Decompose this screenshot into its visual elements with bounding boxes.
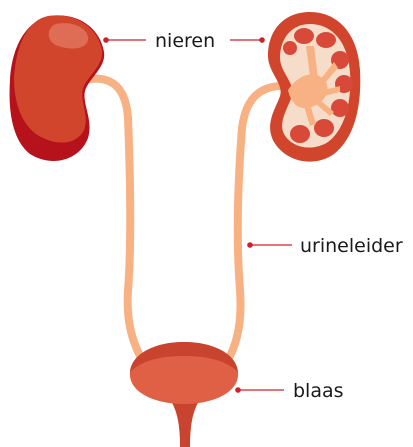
callout-dot-right-kidney xyxy=(259,37,265,43)
left-ureter xyxy=(84,79,140,356)
right-kidney xyxy=(268,12,360,162)
callout-kidneys: nieren xyxy=(103,30,265,52)
renal-pyramid xyxy=(314,119,334,137)
bladder xyxy=(130,342,238,447)
callout-ureter: urineleider xyxy=(247,235,403,257)
label-ureter: urineleider xyxy=(300,235,403,257)
callout-bladder: blaas xyxy=(235,380,343,402)
left-kidney xyxy=(10,15,105,161)
renal-pyramid xyxy=(316,32,336,48)
label-bladder: blaas xyxy=(293,380,344,402)
ureters xyxy=(84,79,290,356)
renal-pyramid xyxy=(290,125,310,143)
renal-pyramid xyxy=(294,28,314,44)
label-kidneys: nieren xyxy=(155,30,215,52)
renal-pyramid xyxy=(283,41,297,55)
renal-pyramid xyxy=(331,99,349,117)
